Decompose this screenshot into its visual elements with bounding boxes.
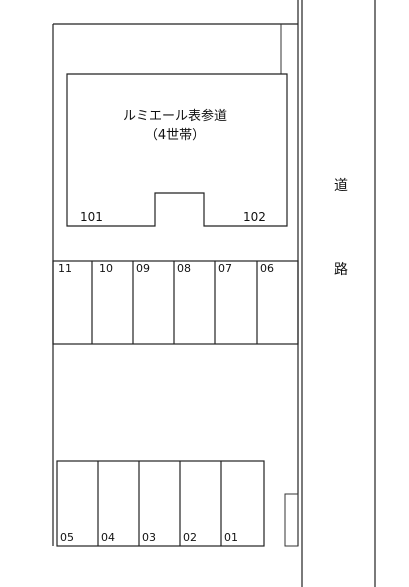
unit-label-102: 102 [243,210,266,224]
road-label-char-1: 道 [334,178,348,194]
road [301,0,376,587]
parking-space-03-label: 03 [142,531,156,544]
parking-space-05-label: 05 [60,531,74,544]
building-outline [66,73,288,227]
parking-space-11-label: 11 [58,262,72,275]
building-units-note: （4世帯） [145,128,205,143]
gate-post [284,493,299,547]
building-name: ルミエール表参道 [123,108,227,124]
parking-space-02-label: 02 [183,531,197,544]
parking-space-09-label: 09 [136,262,150,275]
road-label-char-2: 路 [334,262,348,278]
parking-space-06-label: 06 [260,262,274,275]
parking-space-07-label: 07 [218,262,232,275]
parking-row-lower: 05 04 03 02 01 [56,460,265,547]
parking-space-08-label: 08 [177,262,191,275]
parking-space-01-label: 01 [224,531,238,544]
unit-label-101: 101 [80,210,103,224]
parking-row-upper: 11 10 09 08 07 06 [52,260,299,345]
parking-space-10-label: 10 [99,262,113,275]
parking-space-04-label: 04 [101,531,115,544]
